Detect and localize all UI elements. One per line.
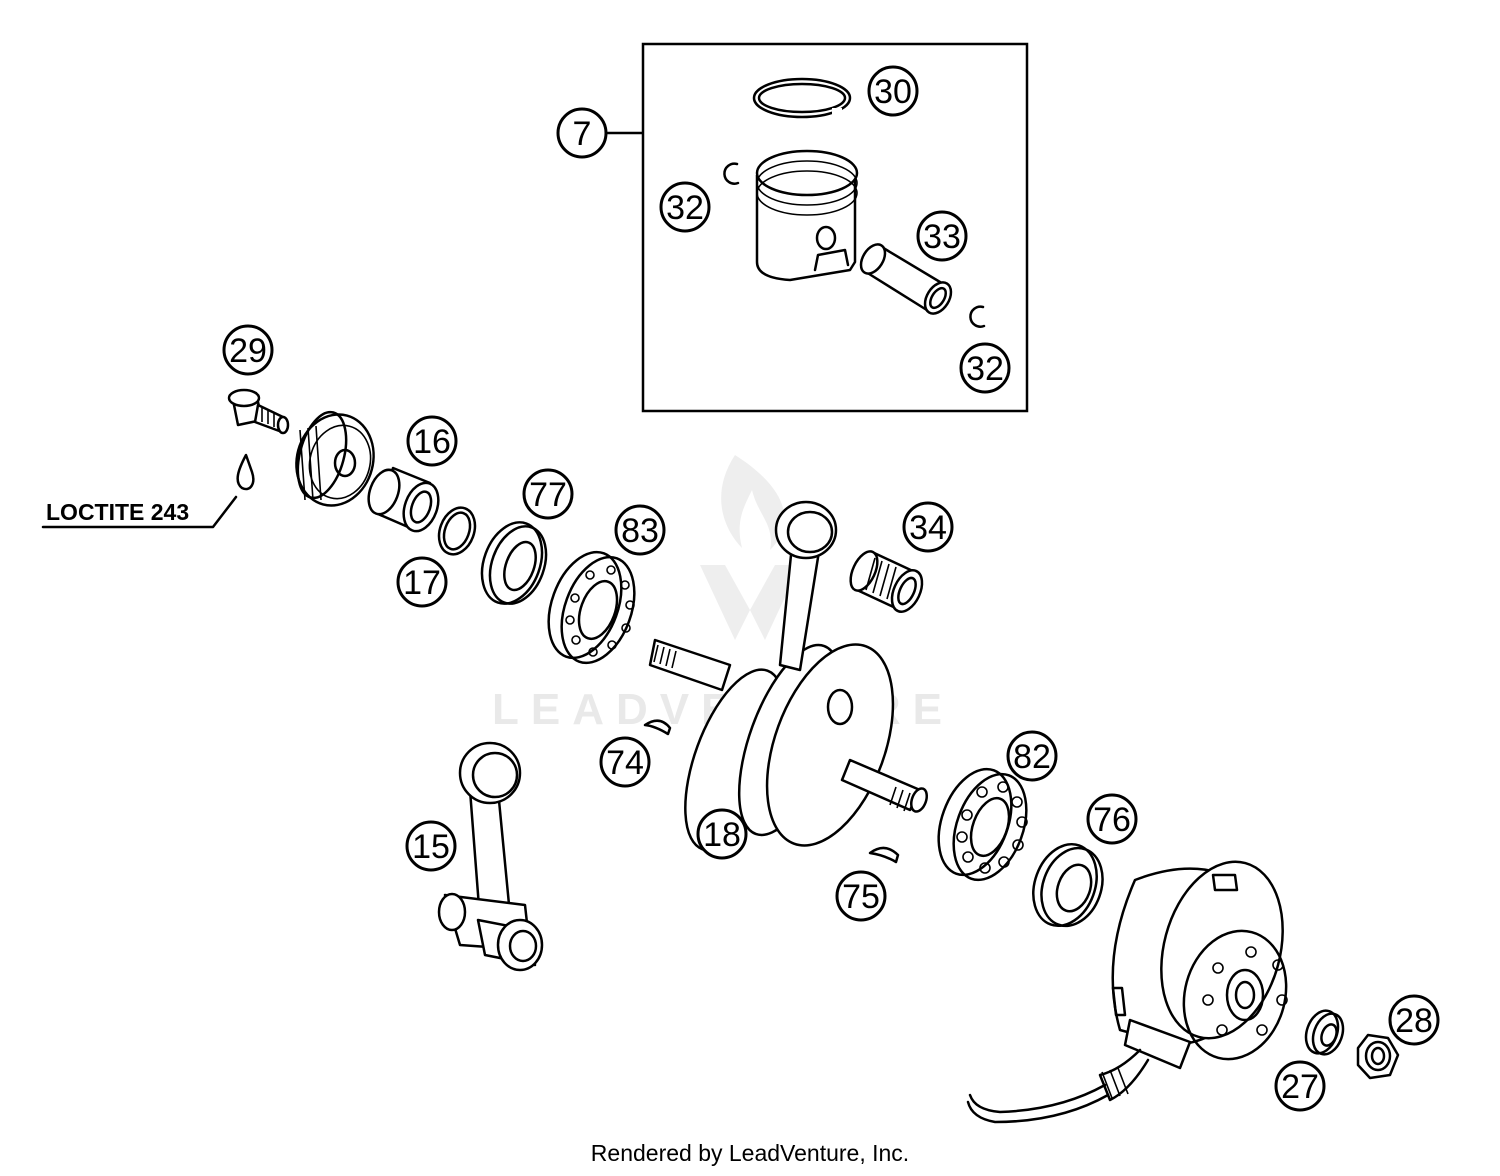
circlip-lower bbox=[969, 305, 986, 328]
callout-label: 28 bbox=[1395, 1002, 1433, 1040]
bushing bbox=[367, 466, 440, 533]
callout-29[interactable]: 29 bbox=[222, 324, 274, 376]
callout-label: 29 bbox=[229, 332, 267, 370]
callout-label: 82 bbox=[1013, 738, 1051, 776]
circlip-upper bbox=[723, 162, 740, 185]
callout-30[interactable]: 30 bbox=[867, 65, 919, 117]
connecting-rod-assembled bbox=[774, 500, 838, 672]
callout-label: 27 bbox=[1281, 1068, 1319, 1106]
callout-28[interactable]: 28 bbox=[1388, 994, 1440, 1046]
loctite-label: LOCTITE 243 bbox=[46, 499, 189, 525]
washer bbox=[1304, 1009, 1345, 1056]
callout-76[interactable]: 76 bbox=[1086, 793, 1138, 845]
callout-17[interactable]: 17 bbox=[396, 556, 448, 608]
callout-label: 77 bbox=[529, 476, 567, 514]
piston-ring bbox=[752, 77, 852, 119]
callout-16[interactable]: 16 bbox=[406, 415, 458, 467]
crankshaft bbox=[648, 638, 929, 852]
needle-bearing bbox=[849, 550, 924, 613]
callout-34[interactable]: 34 bbox=[902, 501, 954, 553]
woodruff-key-upper bbox=[643, 719, 672, 736]
ball-bearing-left bbox=[547, 550, 636, 665]
callout-7[interactable]: 7 bbox=[556, 107, 608, 159]
callout-77[interactable]: 77 bbox=[522, 468, 574, 520]
callout-label: 76 bbox=[1093, 801, 1131, 839]
callout-label: 34 bbox=[909, 509, 947, 547]
shaft-seal-left bbox=[480, 521, 548, 605]
connecting-rod bbox=[437, 741, 544, 972]
woodruff-key-lower bbox=[868, 846, 900, 864]
shim-ring bbox=[437, 506, 477, 556]
callout-32-lower[interactable]: 32 bbox=[959, 342, 1011, 394]
callout-32-upper[interactable]: 32 bbox=[659, 181, 711, 233]
callout-18[interactable]: 18 bbox=[696, 808, 748, 860]
callout-27[interactable]: 27 bbox=[1274, 1060, 1326, 1112]
loctite-drop-icon bbox=[236, 453, 255, 491]
loctite-leader bbox=[41, 495, 238, 529]
callout-82[interactable]: 82 bbox=[1006, 730, 1058, 782]
callout-label: 32 bbox=[966, 350, 1004, 388]
piston-kit-box bbox=[641, 42, 1029, 413]
callout-label: 15 bbox=[412, 828, 450, 866]
callout-label: 17 bbox=[403, 564, 441, 602]
piston-pin bbox=[859, 243, 953, 315]
footer-credit: Rendered by LeadVenture, Inc. bbox=[590, 1140, 910, 1166]
callout-label: 32 bbox=[666, 189, 704, 227]
nut bbox=[1356, 1033, 1400, 1080]
piston bbox=[755, 149, 859, 282]
callout-label: 74 bbox=[606, 744, 644, 782]
callout-74[interactable]: 74 bbox=[599, 736, 651, 788]
callout-15[interactable]: 15 bbox=[405, 820, 457, 872]
callout-label: 30 bbox=[874, 73, 912, 111]
callout-label: 33 bbox=[923, 218, 961, 256]
callout-33[interactable]: 33 bbox=[916, 210, 968, 262]
callout-label: 18 bbox=[703, 816, 741, 854]
bolt bbox=[227, 388, 290, 435]
callout-83[interactable]: 83 bbox=[614, 504, 666, 556]
ball-bearing-right bbox=[937, 767, 1028, 882]
callout-label: 16 bbox=[413, 423, 451, 461]
ignition-rotor bbox=[966, 860, 1288, 1124]
callout-label: 7 bbox=[573, 115, 592, 153]
callout-label: 75 bbox=[842, 878, 880, 916]
shaft-seal-right bbox=[1032, 842, 1104, 928]
gear bbox=[295, 410, 375, 507]
callout-75[interactable]: 75 bbox=[835, 870, 887, 922]
callout-label: 83 bbox=[621, 512, 659, 550]
